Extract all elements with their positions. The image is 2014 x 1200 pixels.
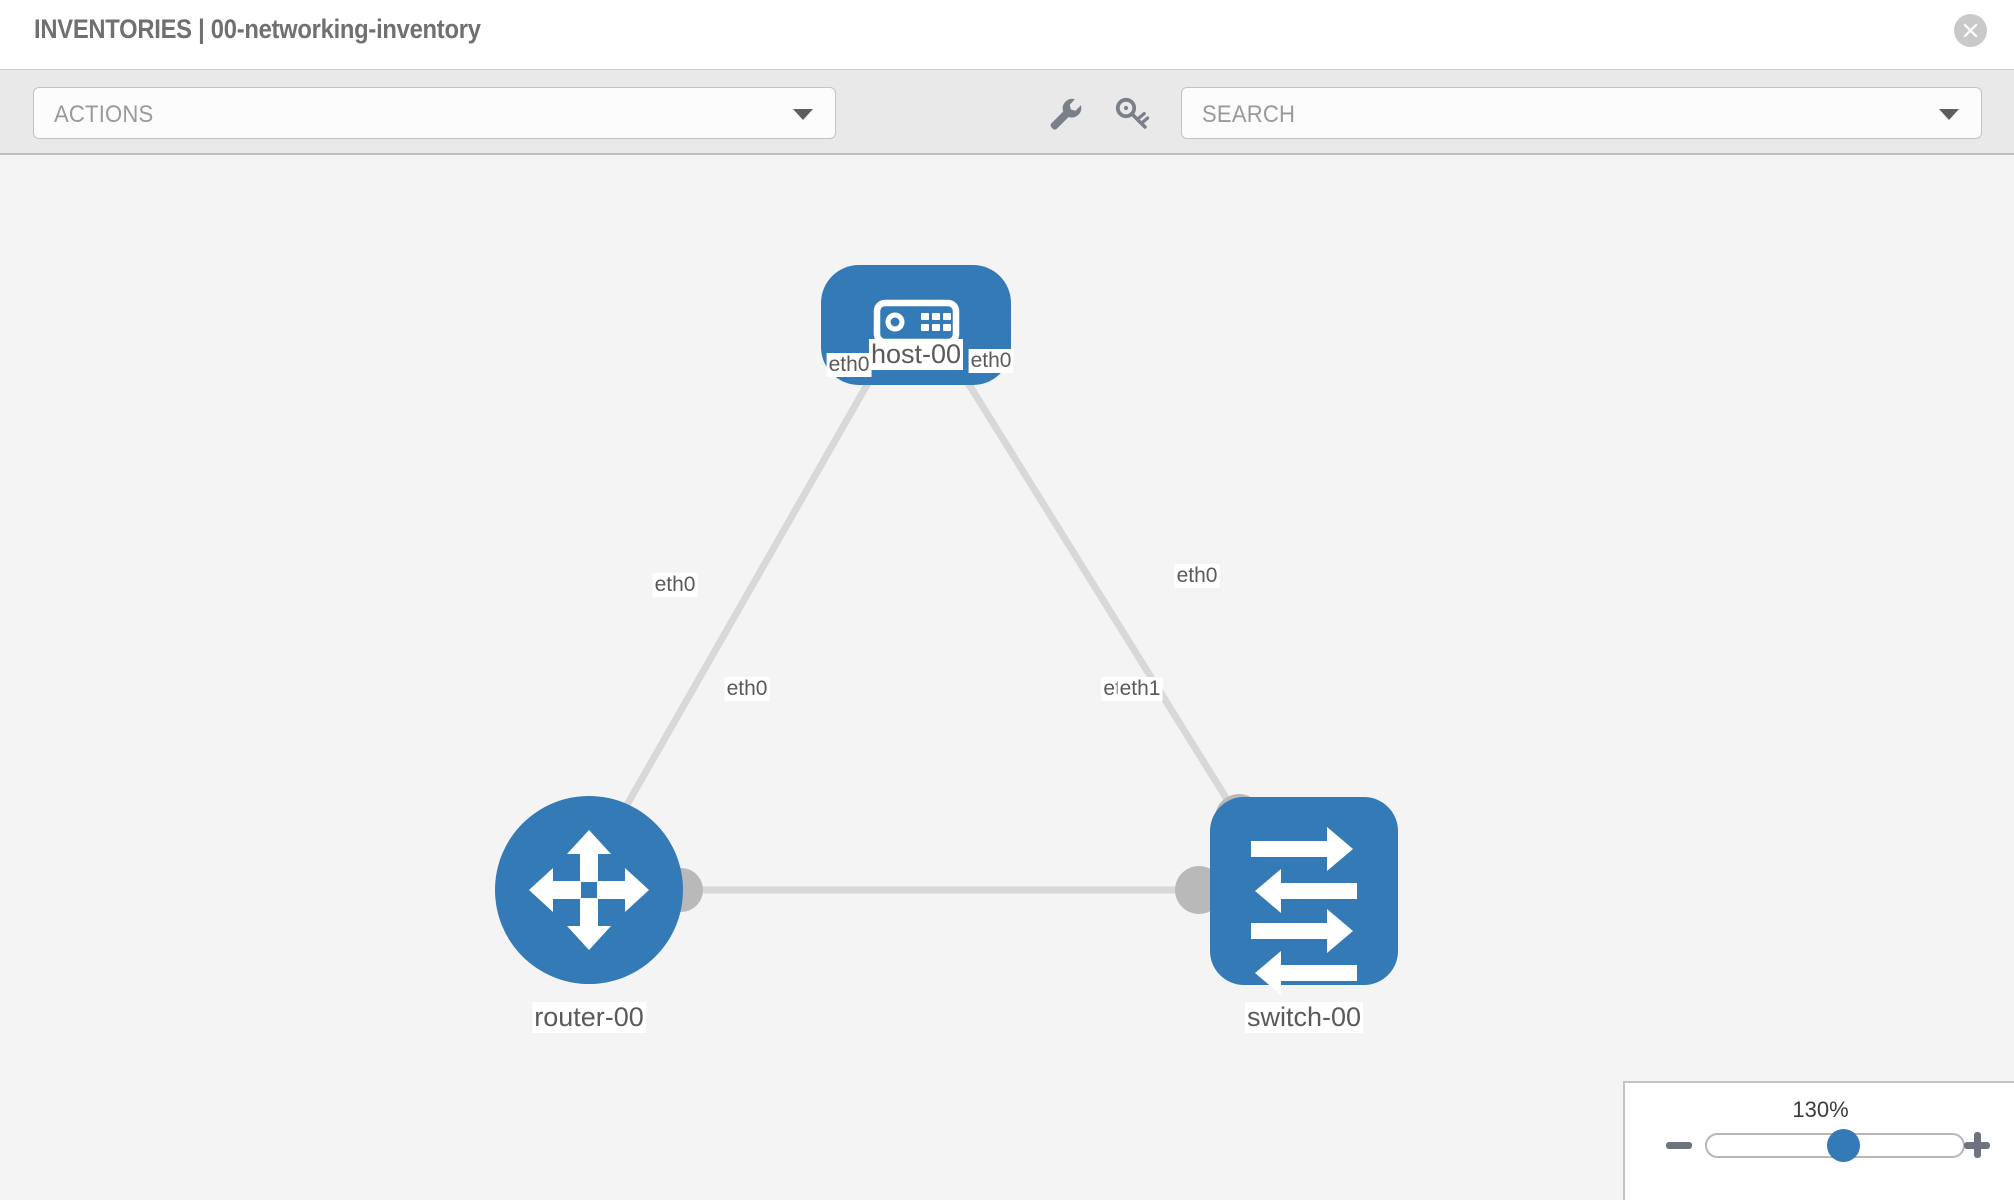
chevron-down-icon	[793, 109, 813, 120]
zoom-slider-thumb[interactable]	[1827, 1129, 1860, 1162]
topology-canvas[interactable]: host-00 router-00 switch-00 eth0 eth0 et…	[0, 157, 2014, 1200]
zoom-control-panel: 130%	[1623, 1081, 2014, 1200]
search-placeholder: SEARCH	[1202, 101, 1296, 128]
search-input[interactable]: SEARCH	[1181, 87, 1982, 139]
minus-icon[interactable]	[1666, 1142, 1692, 1149]
toolbar: ACTIONS SEARCH	[0, 69, 2014, 155]
actions-dropdown-label: ACTIONS	[54, 101, 154, 128]
edge-label-host-eth0-left: eth0	[826, 353, 872, 377]
topology-graph	[495, 265, 1398, 995]
edge-label-switch-eth0-up: eth0	[1174, 564, 1220, 588]
key-icon[interactable]	[1113, 94, 1151, 132]
page-header: INVENTORIES | 00-networking-inventory	[0, 0, 2014, 69]
edge-label-host-eth0-right: eth0	[968, 349, 1014, 373]
node-label-switch-00: switch-00	[1244, 1002, 1364, 1033]
topology-links	[616, 360, 1241, 894]
actions-dropdown[interactable]: ACTIONS	[33, 87, 836, 139]
close-icon[interactable]	[1954, 14, 1987, 47]
node-switch-00[interactable]	[1210, 797, 1398, 995]
page-title: INVENTORIES | 00-networking-inventory	[34, 14, 481, 44]
link-host-router	[616, 360, 884, 819]
plus-icon[interactable]	[1964, 1132, 1990, 1158]
wrench-icon[interactable]	[1046, 94, 1084, 132]
edge-label-router-eth0-east: eth0	[724, 677, 770, 701]
chevron-down-icon	[1939, 109, 1959, 120]
zoom-level-value: 130%	[1792, 1097, 1849, 1122]
topology-ports	[659, 311, 1263, 914]
edge-label-router-eth0-up: eth0	[652, 573, 698, 597]
edge-label-switch-eth1: eth1	[1117, 677, 1163, 701]
node-label-router-00: router-00	[532, 1002, 646, 1033]
link-host-switch	[952, 360, 1241, 819]
node-router-00[interactable]	[495, 796, 683, 984]
node-label-host-00: host-00	[868, 339, 964, 370]
